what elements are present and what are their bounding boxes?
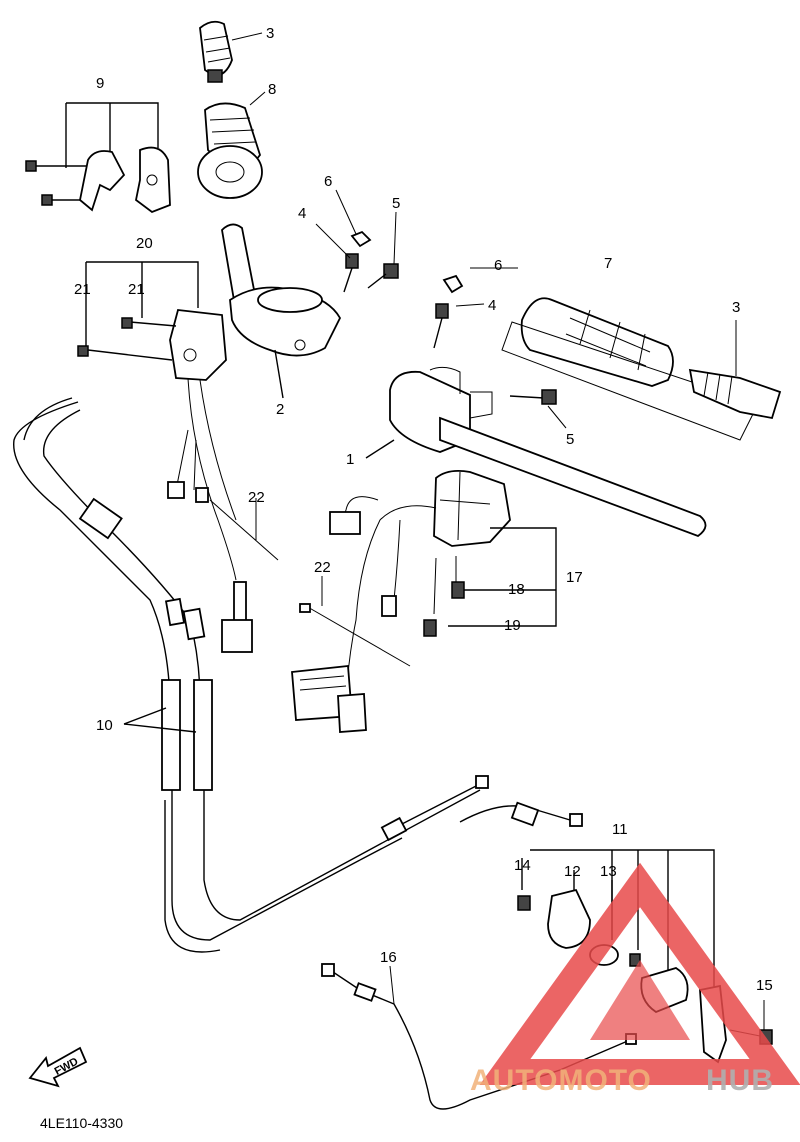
part-7-right-grip — [501, 297, 759, 441]
part-6-cap-right — [442, 267, 518, 294]
connector-left — [221, 581, 253, 653]
part-17-right-switch — [329, 469, 557, 701]
part-16-clutch-cable — [321, 963, 637, 1110]
label-part-6-left: 6 — [324, 173, 332, 190]
diagram-code: 4LE110-4330 — [40, 1115, 123, 1131]
part-10-throttle-cables — [13, 397, 583, 953]
label-part-3-top: 3 — [266, 25, 274, 42]
label-part-9: 9 — [96, 75, 104, 92]
label-part-4-right: 4 — [488, 297, 496, 314]
label-part-10: 10 — [96, 717, 113, 734]
part-22-tie-right — [299, 576, 411, 667]
label-part-5-left: 5 — [392, 195, 400, 212]
label-part-21-a: 21 — [74, 281, 91, 298]
label-part-12: 12 — [564, 863, 581, 880]
label-part-22-right: 22 — [314, 559, 331, 576]
part-3-right-grip-end — [688, 320, 782, 420]
label-part-3-right: 3 — [732, 299, 740, 316]
label-part-17: 17 — [566, 569, 583, 586]
part-2-left-handlebar — [221, 223, 342, 357]
part-4-bolt-right — [433, 303, 485, 349]
part-4-bolt-left — [315, 223, 359, 293]
label-part-21-b: 21 — [128, 281, 145, 298]
fwd-arrow-icon: FWD — [28, 1046, 88, 1088]
label-part-8: 8 — [268, 81, 276, 98]
label-part-6-right: 6 — [494, 257, 502, 274]
part-6-cap-left — [350, 230, 372, 248]
part-5-bolt-right — [469, 389, 567, 429]
label-part-16: 16 — [380, 949, 397, 966]
watermark-triangle-logo — [479, 862, 800, 1085]
part-8-throttle-grip — [197, 102, 263, 199]
part-3-top-grip-end — [199, 20, 233, 83]
label-part-18: 18 — [508, 581, 525, 598]
watermark-text-part2: HUB — [706, 1064, 774, 1097]
label-part-22-left: 22 — [248, 489, 265, 506]
watermark-text: AUTOMOTO HUB — [470, 1064, 774, 1097]
label-part-15: 15 — [756, 977, 773, 994]
label-part-11: 11 — [612, 821, 628, 838]
label-part-13: 13 — [600, 863, 617, 880]
label-part-14: 14 — [514, 857, 531, 874]
label-part-19: 19 — [504, 617, 521, 634]
label-part-4-left: 4 — [298, 205, 306, 222]
part-20-left-switch — [77, 261, 237, 581]
label-part-2: 2 — [276, 401, 284, 418]
part-22-tie-left — [209, 498, 279, 561]
label-part-20: 20 — [136, 235, 153, 252]
fwd-label: FWD — [53, 1056, 81, 1078]
label-part-1: 1 — [346, 451, 354, 468]
label-part-5-right: 5 — [566, 431, 574, 448]
watermark-text-part1: AUTOMOTO — [470, 1064, 652, 1097]
connector-right — [291, 665, 367, 733]
label-part-7: 7 — [604, 255, 612, 272]
part-1-right-handlebar — [389, 366, 707, 538]
part-5-bolt-left — [367, 211, 399, 289]
part-9-throttle-housing — [25, 102, 171, 214]
